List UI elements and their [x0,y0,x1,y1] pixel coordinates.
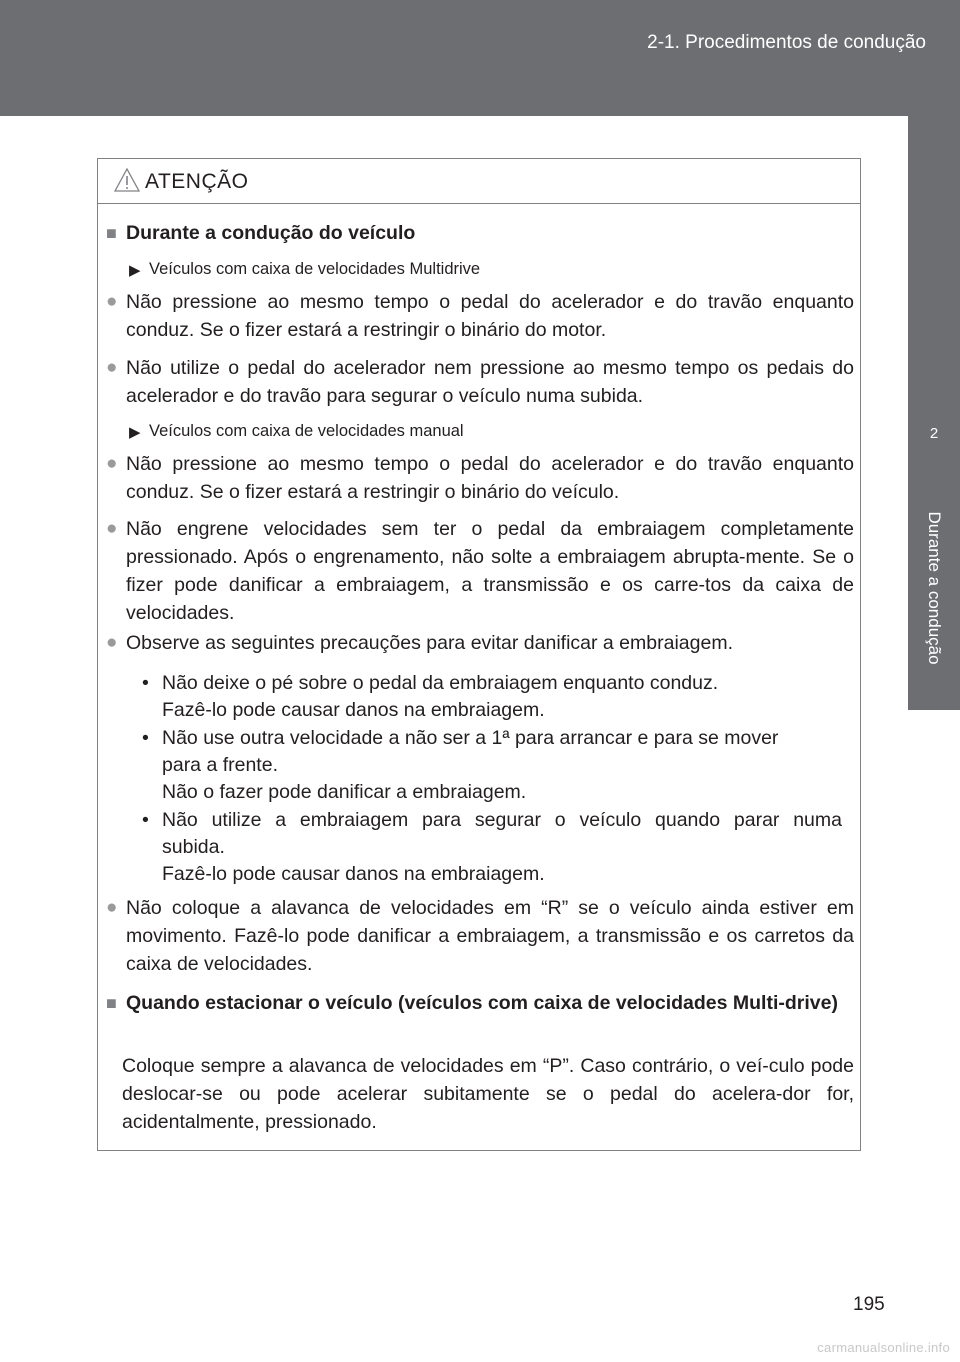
page-number: 195 [853,1294,885,1315]
sub-bullet: • [142,809,149,831]
watermark: carmanualsonline.info [817,1340,950,1355]
dot-bullet-icon: ● [106,291,118,312]
warning-header: ATENÇÃO [98,159,860,204]
sub-bullet: • [142,672,149,694]
square-bullet-icon: ■ [106,223,117,243]
warning-item: Observe as seguintes precauções para evi… [126,632,733,654]
warning-item: Não pressione ao mesmo tempo o pedal do … [126,453,854,503]
vehicle-type-label: Veículos com caixa de velocidades Multid… [149,260,481,278]
section-text: Coloque sempre a alavanca de velocidades… [122,1055,854,1133]
side-tab-upper [908,116,960,406]
header-bar: 2-1. Procedimentos de condução [0,0,960,116]
warning-item: Não utilize o pedal do acelerador nem pr… [126,357,854,407]
dot-bullet-icon: ● [106,357,118,378]
chapter-side-tab: 2 Durante a condução [908,0,960,1362]
sub-bullet-line: Não o fazer pode danificar a embraiagem. [162,781,527,803]
dot-bullet-icon: ● [106,518,118,539]
warning-triangle-icon [113,167,141,197]
sub-bullet-line: Fazê-lo pode causar danos na embraiagem. [162,699,545,721]
warning-item: Não coloque a alavanca de velocidades em… [126,897,854,975]
warning-title: ATENÇÃO [145,170,249,193]
arrow-bullet-icon: ▶ [129,424,141,441]
section-heading: Quando estacionar o veículo (veículos co… [126,992,838,1014]
chapter-label-box [908,466,960,710]
dot-bullet-icon: ● [106,897,118,918]
chapter-label: Durante a condução [925,511,944,665]
section-heading: Durante a condução do veículo [126,222,416,244]
sub-bullet-line: subida. [162,836,225,858]
square-bullet-icon: ■ [106,993,117,1013]
dot-bullet-icon: ● [106,453,118,474]
dot-bullet-icon: ● [106,632,118,653]
sub-bullet-line: Não use outra velocidade a não ser a 1ª … [162,727,779,749]
warning-box: ATENÇÃO ■ Durante a condução do veículo … [97,158,861,1151]
warning-item: Não pressione ao mesmo tempo o pedal do … [126,291,854,341]
section-header: 2-1. Procedimentos de condução [647,32,926,53]
sub-bullet-line: Não utilize a embraiagem para segurar o … [162,809,842,831]
sub-bullet-line: para a frente. [162,754,278,776]
warning-item: Não engrene velocidades sem ter o pedal … [126,518,854,624]
chapter-number: 2 [908,406,960,466]
sub-bullet-line: Fazê-lo pode causar danos na embraiagem. [162,863,545,885]
vehicle-type-label: Veículos com caixa de velocidades manual [149,422,464,440]
arrow-bullet-icon: ▶ [129,262,141,279]
sub-bullet: • [142,727,149,749]
sub-bullet-line: Não deixe o pé sobre o pedal da embraiag… [162,672,719,694]
